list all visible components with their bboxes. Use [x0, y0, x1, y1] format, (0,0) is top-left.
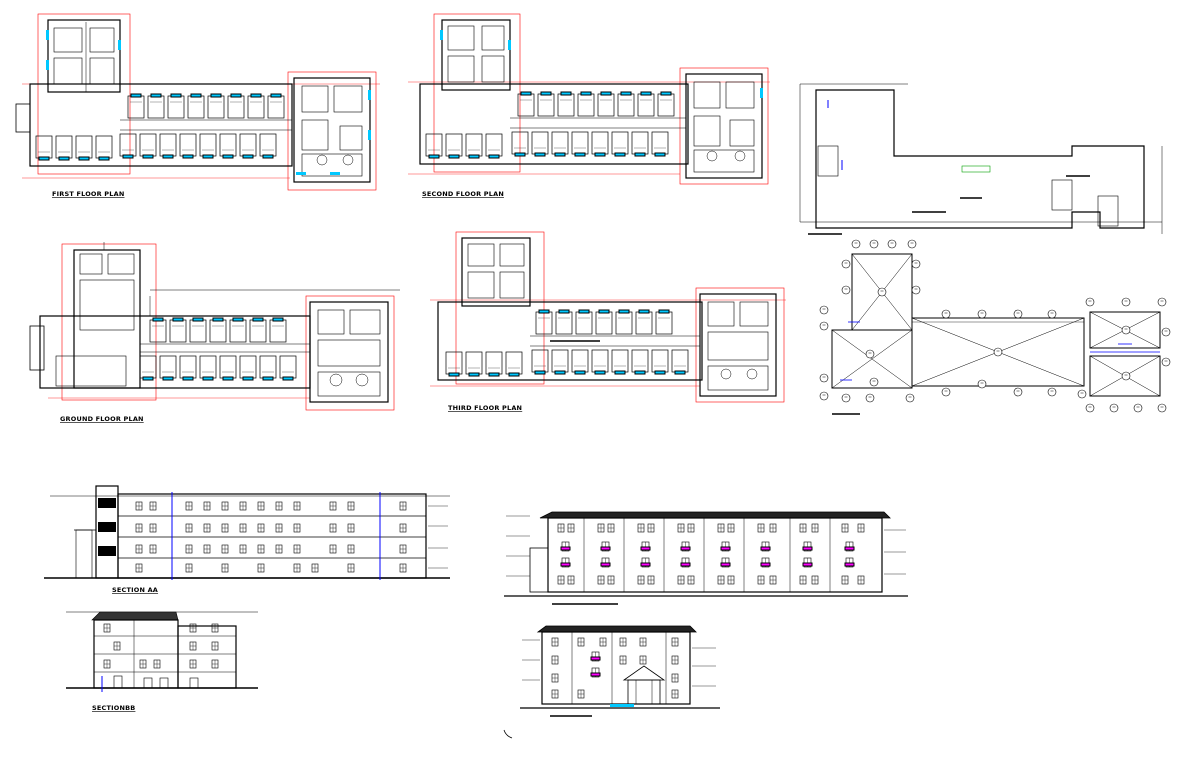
second-floor-plan-label: SECOND FLOOR PLAN	[422, 190, 504, 198]
ground-floor-plan-label: GROUND FLOOR PLAN	[60, 415, 144, 423]
side-elevation	[503, 625, 720, 739]
section-bb	[66, 611, 258, 692]
section-aa-label: SECTION AA	[112, 586, 158, 594]
ground-floor-plan	[29, 242, 400, 411]
roof-grid-plan	[819, 239, 1171, 415]
section-bb-label: SECTIONBB	[92, 704, 135, 712]
section-aa	[44, 485, 450, 580]
first-floor-plan-label: FIRST FLOOR PLAN	[52, 190, 125, 198]
first-floor-plan	[15, 13, 380, 191]
third-floor-plan-label: THIRD FLOOR PLAN	[448, 404, 522, 412]
second-floor-plan	[408, 13, 770, 185]
third-floor-plan	[430, 231, 786, 403]
front-elevation	[504, 511, 908, 605]
front-elevation-windows	[557, 523, 865, 585]
roof-outline-plan	[799, 83, 1163, 235]
